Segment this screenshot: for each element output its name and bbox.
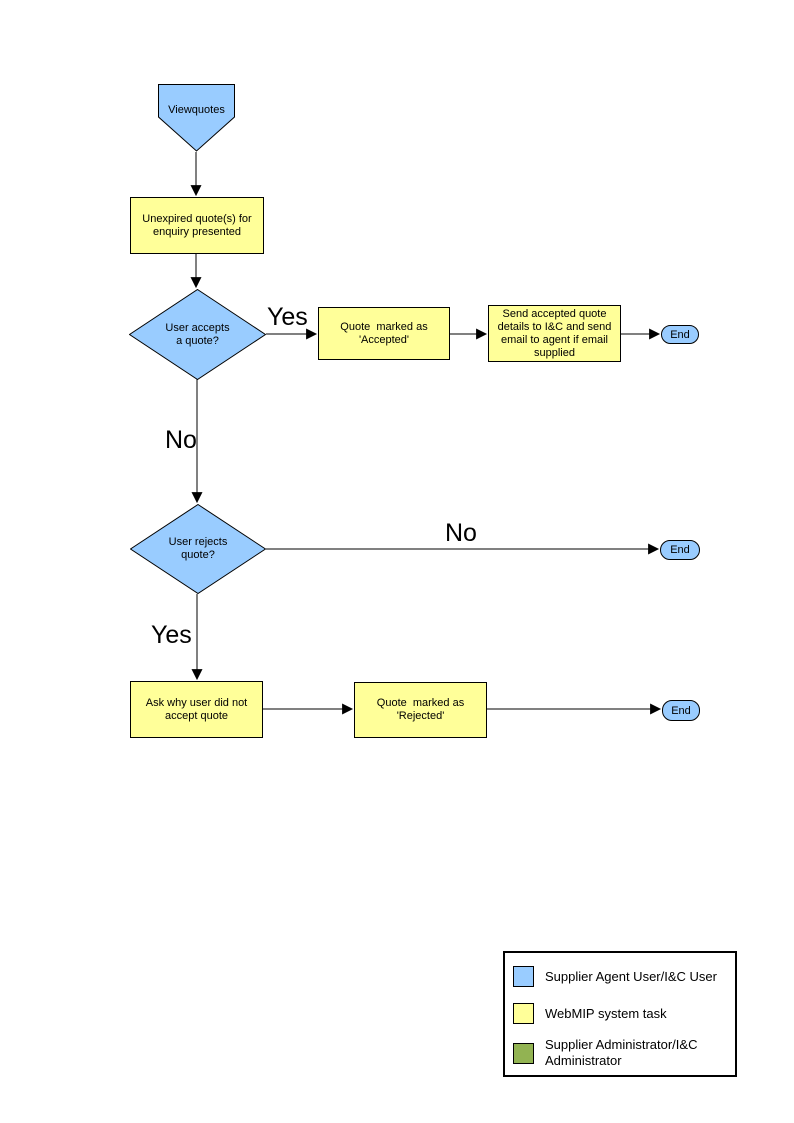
legend-swatch-blue bbox=[513, 966, 534, 987]
edge-label-reject-yes: Yes bbox=[151, 621, 192, 649]
legend-box: Supplier Agent User/I&C User WebMIP syst… bbox=[503, 951, 737, 1077]
legend-item-supplier-administrator: Supplier Administrator/I&C Administrator bbox=[513, 1037, 731, 1069]
task-unexpired-quotes-presented: Unexpired quote(s) for enquiry presented bbox=[130, 197, 264, 254]
decision-user-rejects-quote: User rejects quote? bbox=[130, 504, 266, 594]
decision-user-rejects-label: User rejects quote? bbox=[168, 536, 228, 561]
pentagon-shape bbox=[158, 84, 235, 152]
diamond-shape bbox=[129, 289, 266, 380]
legend-swatch-green bbox=[513, 1042, 534, 1064]
start-node-viewquotes: Viewquotes bbox=[158, 84, 235, 152]
legend-label: Supplier Administrator/I&C Administrator bbox=[545, 1037, 698, 1068]
decision-user-accepts-quote: User accepts a quote? bbox=[129, 289, 266, 380]
end-node-accept: End bbox=[661, 325, 699, 344]
task-send-accepted-details: Send accepted quote details to I&C and s… bbox=[488, 305, 621, 362]
task-quote-marked-accepted: Quote marked as 'Accepted' bbox=[318, 307, 450, 360]
legend-swatch-yellow bbox=[513, 1003, 534, 1024]
legend-label: WebMIP system task bbox=[545, 1005, 667, 1021]
edge-label-reject-no: No bbox=[445, 519, 477, 547]
edge-label-accept-yes: Yes bbox=[267, 303, 308, 331]
end-node-rejected: End bbox=[662, 700, 700, 721]
legend-item-webmip-system-task: WebMIP system task bbox=[513, 1003, 731, 1024]
edge-label-accept-no: No bbox=[165, 426, 197, 454]
decision-user-accepts-label: User accepts a quote? bbox=[165, 321, 230, 347]
task-quote-marked-rejected: Quote marked as 'Rejected' bbox=[354, 682, 487, 738]
start-node-label: Viewquotes bbox=[168, 103, 225, 116]
legend-label: Supplier Agent User/I&C User bbox=[545, 968, 717, 984]
end-node-reject-no: End bbox=[660, 540, 700, 560]
task-ask-why-not-accept: Ask why user did not accept quote bbox=[130, 681, 263, 738]
diamond-shape bbox=[130, 504, 266, 594]
legend-item-supplier-agent-user: Supplier Agent User/I&C User bbox=[513, 966, 731, 987]
